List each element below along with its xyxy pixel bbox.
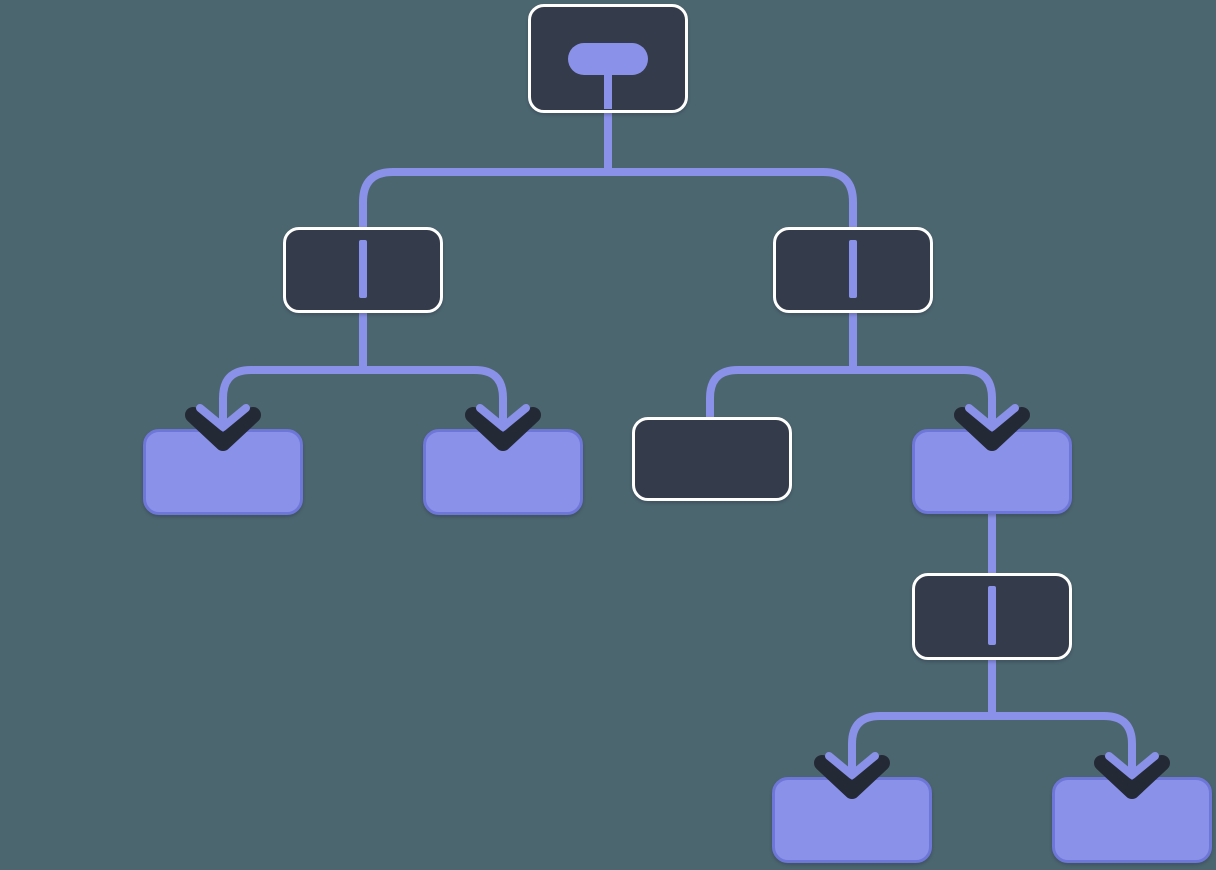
leaf-node-2[interactable] — [423, 429, 583, 515]
branch-node-left[interactable] — [283, 227, 443, 313]
branch-node-right[interactable] — [773, 227, 933, 313]
leaf-node-4[interactable] — [772, 777, 932, 863]
tree-root-stem — [604, 73, 612, 109]
edge-bottom-split — [848, 712, 1136, 774]
branch-node-chain[interactable] — [912, 573, 1072, 660]
leaf-node-1[interactable] — [143, 429, 303, 515]
arrow-into-leaf-node-1-arrowhead-icon — [196, 404, 250, 431]
leaf-node-3[interactable] — [912, 429, 1072, 514]
pass-through-line-icon — [849, 240, 857, 298]
arrow-into-leaf-node-4-arrowhead-icon — [825, 752, 879, 779]
arrow-into-leaf-node-3-arrowhead-icon — [965, 404, 1019, 431]
arrow-into-leaf-node-2-arrowhead-icon — [476, 404, 530, 431]
edge-top-split — [359, 168, 857, 227]
leaf-node-5[interactable] — [1052, 777, 1212, 863]
tree-root-icon — [568, 43, 648, 75]
pass-through-line-icon — [988, 586, 996, 645]
arrow-into-leaf-node-5-arrowhead-icon — [1105, 752, 1159, 779]
root-node[interactable] — [528, 4, 688, 113]
dark-node-plain[interactable] — [632, 417, 792, 501]
edge-left-split — [219, 366, 507, 426]
pass-through-line-icon — [359, 240, 367, 298]
